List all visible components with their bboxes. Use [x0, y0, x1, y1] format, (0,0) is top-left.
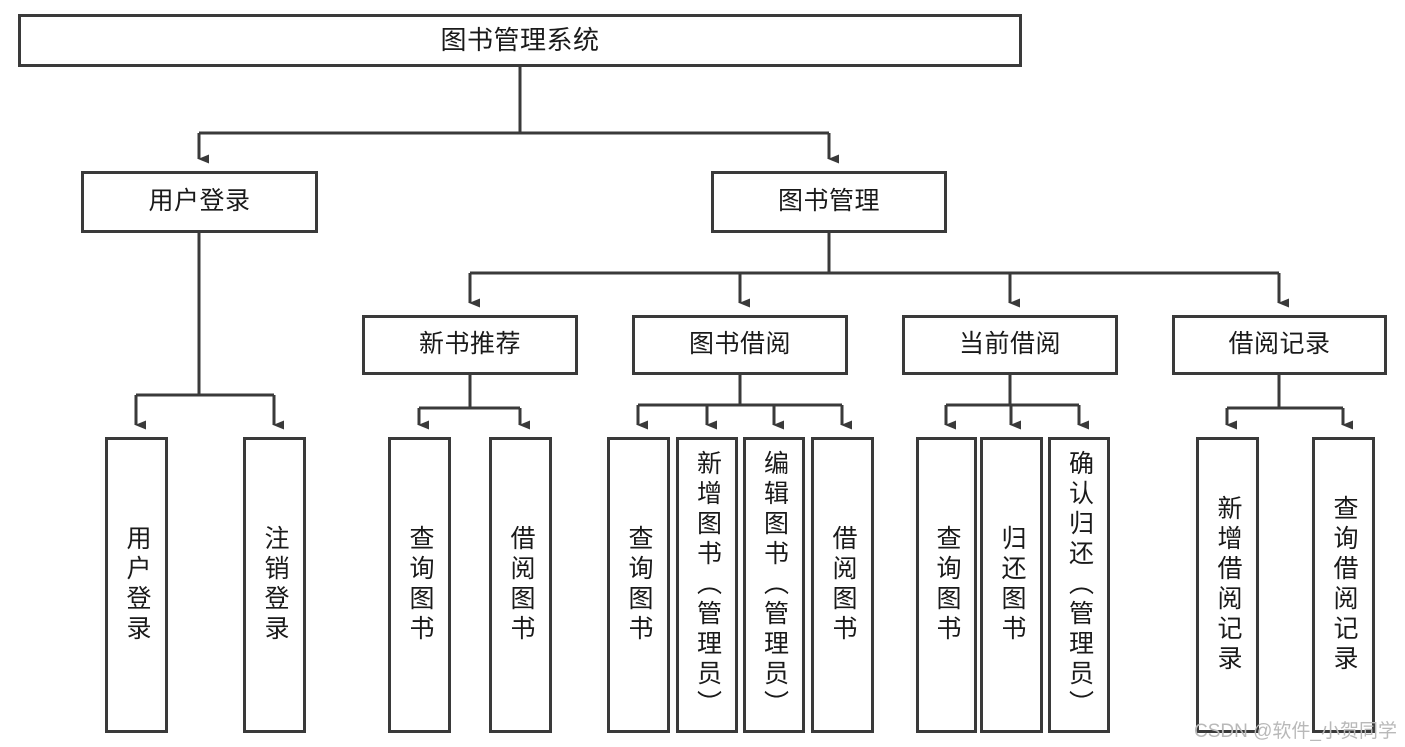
- node-user-login-label: 用户登录: [148, 187, 251, 216]
- node-leaf-borrow-add-book[interactable]: 新增图书（管理员）: [676, 437, 738, 733]
- node-leaf-user-login[interactable]: 用户登录: [105, 437, 168, 733]
- node-leaf-record-add-label: 新增借阅记录: [1214, 495, 1242, 675]
- node-leaf-borrow-borrow-book-label: 借阅图书: [829, 525, 857, 645]
- node-leaf-current-query-book[interactable]: 查询图书: [916, 437, 977, 733]
- node-user-login[interactable]: 用户登录: [81, 171, 318, 233]
- node-leaf-user-logout[interactable]: 注销登录: [243, 437, 306, 733]
- node-new-book-recommend-label: 新书推荐: [418, 330, 521, 359]
- node-leaf-recommend-borrow-book[interactable]: 借阅图书: [489, 437, 552, 733]
- node-leaf-current-confirm-return-label: 确认归还（管理员）: [1065, 450, 1094, 720]
- node-leaf-current-return-book[interactable]: 归还图书: [980, 437, 1043, 733]
- node-borrow-record-label: 借阅记录: [1228, 330, 1331, 359]
- node-book-borrow-label: 图书借阅: [688, 330, 791, 359]
- node-leaf-user-logout-label: 注销登录: [261, 525, 289, 645]
- node-book-manage[interactable]: 图书管理: [711, 171, 947, 233]
- node-leaf-user-login-label: 用户登录: [123, 525, 151, 645]
- node-leaf-borrow-query-book-label: 查询图书: [625, 525, 653, 645]
- node-book-manage-label: 图书管理: [777, 187, 880, 216]
- node-leaf-record-query-label: 查询借阅记录: [1330, 495, 1358, 675]
- node-root-label: 图书管理系统: [440, 25, 600, 56]
- node-leaf-record-add[interactable]: 新增借阅记录: [1196, 437, 1259, 733]
- node-leaf-current-query-book-label: 查询图书: [933, 525, 961, 645]
- node-book-borrow[interactable]: 图书借阅: [632, 315, 848, 375]
- node-leaf-recommend-borrow-book-label: 借阅图书: [507, 525, 535, 645]
- node-leaf-recommend-query-book-label: 查询图书: [406, 525, 434, 645]
- node-current-borrow[interactable]: 当前借阅: [902, 315, 1118, 375]
- node-leaf-recommend-query-book[interactable]: 查询图书: [388, 437, 451, 733]
- node-new-book-recommend[interactable]: 新书推荐: [362, 315, 578, 375]
- csdn-watermark: CSDN @软件_小贺同学: [1194, 721, 1397, 742]
- node-current-borrow-label: 当前借阅: [958, 330, 1061, 359]
- node-leaf-borrow-edit-book-label: 编辑图书（管理员）: [760, 450, 789, 720]
- node-leaf-record-query[interactable]: 查询借阅记录: [1312, 437, 1375, 733]
- node-leaf-borrow-query-book[interactable]: 查询图书: [607, 437, 670, 733]
- node-leaf-current-confirm-return[interactable]: 确认归还（管理员）: [1048, 437, 1110, 733]
- node-root[interactable]: 图书管理系统: [18, 14, 1022, 67]
- node-leaf-borrow-add-book-label: 新增图书（管理员）: [693, 450, 722, 720]
- node-borrow-record[interactable]: 借阅记录: [1172, 315, 1387, 375]
- node-leaf-borrow-borrow-book[interactable]: 借阅图书: [811, 437, 874, 733]
- node-leaf-borrow-edit-book[interactable]: 编辑图书（管理员）: [743, 437, 805, 733]
- node-leaf-current-return-book-label: 归还图书: [998, 525, 1026, 645]
